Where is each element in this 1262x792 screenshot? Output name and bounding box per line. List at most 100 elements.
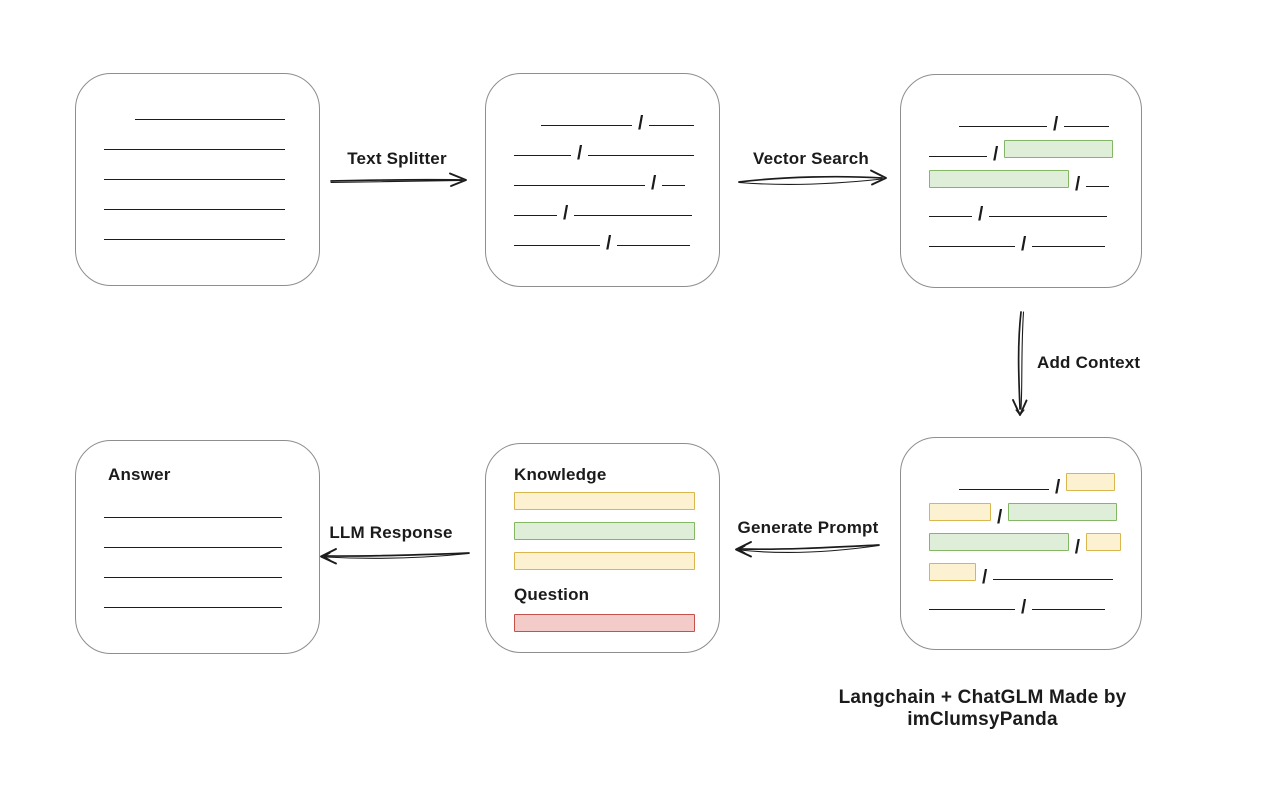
chunk-row: / <box>514 187 699 223</box>
chunk-row: / <box>929 551 1121 587</box>
chunk-row: / <box>514 127 699 163</box>
llm-response-arrow <box>320 548 470 565</box>
chunk-row <box>514 540 695 570</box>
text-line <box>617 245 691 246</box>
yellow-chunk-chip <box>929 503 991 521</box>
answer-lines <box>104 489 299 609</box>
slash-separator: / <box>993 144 999 165</box>
text-line <box>104 517 282 518</box>
prompt-box: Knowledge Question <box>485 443 720 653</box>
vector-search-result-box: / / / / / <box>900 74 1142 288</box>
generate-prompt-arrow <box>735 541 880 558</box>
chunk-row: / <box>929 98 1121 134</box>
text-line <box>1064 126 1110 127</box>
text-line <box>514 245 600 246</box>
green-chunk-chip <box>929 533 1069 551</box>
text-line <box>104 179 285 180</box>
slash-separator: / <box>1053 114 1059 135</box>
slash-separator: / <box>1074 537 1081 558</box>
chunk-row <box>104 181 299 211</box>
chunk-lines: ///// <box>514 97 699 253</box>
knowledge-label: Knowledge <box>514 465 607 484</box>
chunk-row: / <box>929 491 1121 527</box>
slash-separator: / <box>1055 477 1061 498</box>
green-chunk-chip <box>1008 503 1118 521</box>
text-line <box>514 155 571 156</box>
yellow-chunk-chip <box>514 552 695 570</box>
chunk-row: / <box>929 581 1121 617</box>
text-line <box>541 125 632 126</box>
slash-separator: / <box>982 567 988 588</box>
llm-response-label: LLM Response <box>329 523 453 542</box>
chunk-row <box>514 510 695 540</box>
slash-separator: / <box>606 233 612 254</box>
text-line <box>574 215 693 216</box>
text-line <box>929 609 1015 610</box>
slash-separator: / <box>1021 234 1027 255</box>
chunk-row: / <box>514 217 699 253</box>
text-line <box>104 547 282 548</box>
text-line <box>104 149 285 150</box>
text-splitter-label: Text Splitter <box>347 149 447 168</box>
text-line <box>1086 186 1110 187</box>
add-context-label: Add Context <box>1037 353 1141 372</box>
chunk-row <box>104 151 299 181</box>
chunk-row: / <box>929 461 1121 497</box>
green-chunk-chip <box>929 170 1069 188</box>
text-line <box>135 119 285 120</box>
text-splitter-arrow <box>330 172 467 187</box>
chunk-row: / <box>929 521 1121 557</box>
green-chunk-chip <box>1004 140 1114 158</box>
text-line <box>929 246 1015 247</box>
slash-separator: / <box>638 113 644 134</box>
chunk-row <box>104 211 299 241</box>
text-line <box>104 577 282 578</box>
slash-separator: / <box>978 204 984 225</box>
add-context-arrow <box>1012 311 1028 416</box>
chunk-row <box>104 549 299 579</box>
text-line <box>104 209 285 210</box>
chunk-row <box>514 602 695 632</box>
retrieved-chunk-lines: / / / / / <box>929 98 1121 254</box>
question-label: Question <box>514 585 590 604</box>
slash-separator: / <box>563 203 569 224</box>
chunk-row: / <box>929 128 1121 164</box>
answer-box: Answer <box>75 440 320 654</box>
text-line <box>588 155 695 156</box>
text-line <box>649 125 695 126</box>
chunk-row <box>104 489 299 519</box>
text-line <box>104 239 285 240</box>
text-line <box>989 216 1108 217</box>
generate-prompt-label: Generate Prompt <box>737 518 879 537</box>
text-line <box>104 607 282 608</box>
slash-separator: / <box>651 173 657 194</box>
chunk-row <box>104 519 299 549</box>
slash-separator: / <box>1075 174 1081 195</box>
context-chunk-lines: ///// <box>929 461 1121 617</box>
question-bar <box>514 602 695 632</box>
yellow-chunk-chip <box>514 492 695 510</box>
yellow-chunk-chip <box>929 563 976 581</box>
green-chunk-chip <box>514 522 695 540</box>
knowledge-bars <box>514 480 695 570</box>
context-chunks-box: ///// <box>900 437 1142 650</box>
yellow-chunk-chip <box>1066 473 1116 491</box>
vector-search-arrow <box>738 169 887 186</box>
chunk-row <box>104 91 299 121</box>
chunk-row <box>514 480 695 510</box>
chunk-row: / <box>929 218 1121 254</box>
text-line <box>1032 609 1106 610</box>
chunk-row: / <box>514 97 699 133</box>
vector-search-label: Vector Search <box>753 149 869 168</box>
text-line <box>929 216 972 217</box>
chunk-row: / <box>514 157 699 193</box>
text-line <box>514 215 557 216</box>
text-line <box>959 126 1047 127</box>
source-document-box <box>75 73 320 286</box>
yellow-chunk-chip <box>1086 533 1121 551</box>
slash-separator: / <box>997 507 1003 528</box>
chunk-row: / <box>929 188 1121 224</box>
text-line <box>514 185 645 186</box>
text-line <box>662 185 686 186</box>
